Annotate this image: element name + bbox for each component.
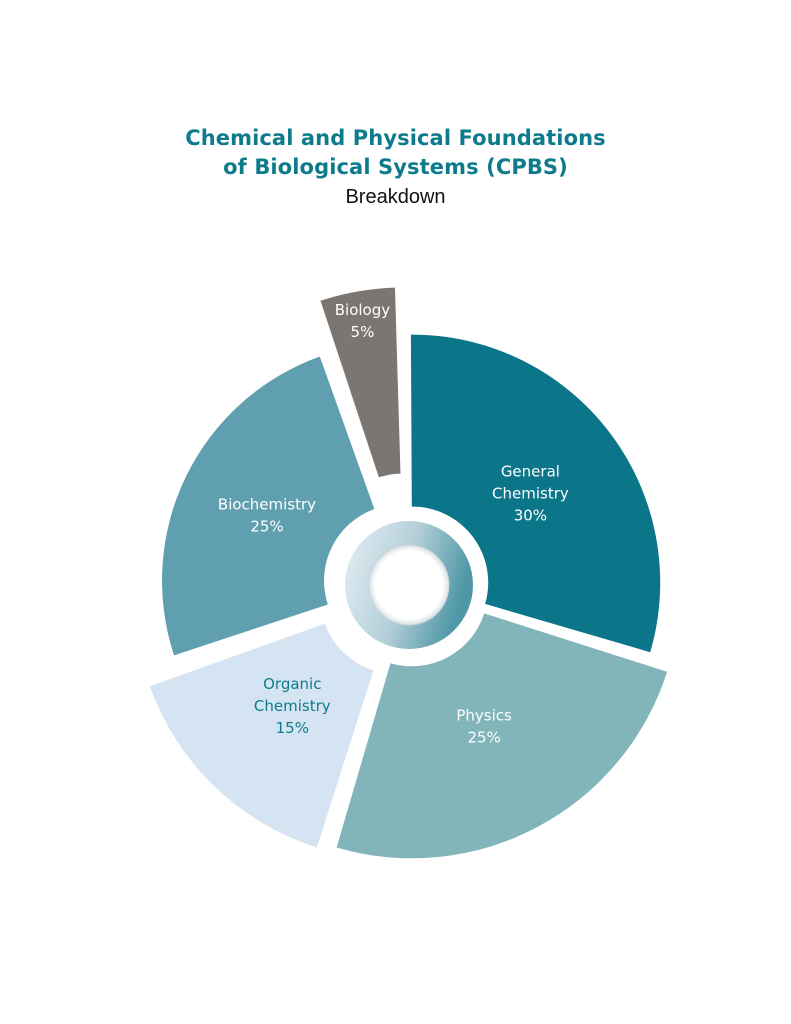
slice-label-line: Chemistry xyxy=(254,697,331,715)
slice-label-biochemistry: Biochemistry 25% xyxy=(218,496,316,536)
pie-center xyxy=(333,509,485,661)
pie-slice-general-chemistry xyxy=(410,334,661,653)
slice-label-line: Organic xyxy=(263,675,321,693)
slice-label-line: 30% xyxy=(514,507,547,525)
slice-label-line: Physics xyxy=(456,706,512,724)
pie-slice-organic-chemistry xyxy=(149,623,374,848)
slice-label-line: Chemistry xyxy=(492,485,569,503)
chart-title-block: Chemical and Physical Foundations of Bio… xyxy=(0,124,791,212)
pie-slice-biology xyxy=(320,287,401,478)
pie-slice-physics xyxy=(336,613,668,859)
pie-slices xyxy=(149,287,668,859)
slice-label-line: General xyxy=(501,463,560,481)
slice-label-biology: Biology 5% xyxy=(335,301,391,341)
pie-slice-biochemistry xyxy=(162,356,375,656)
slice-label-line: Biochemistry xyxy=(218,496,316,514)
slice-label-line: 5% xyxy=(351,323,375,341)
slice-label-line: Biology xyxy=(335,301,391,319)
chart-title-line-1: Chemical and Physical Foundations xyxy=(185,126,606,150)
chart-subtitle: Breakdown xyxy=(345,186,446,208)
slice-label-line: 25% xyxy=(250,518,283,536)
slice-label-physics: Physics 25% xyxy=(456,706,512,746)
slice-label-line: 25% xyxy=(467,728,500,746)
slice-label-line: 15% xyxy=(276,719,309,737)
chart-title-line-2: of Biological Systems (CPBS) xyxy=(223,155,568,179)
center-hole xyxy=(368,544,450,626)
